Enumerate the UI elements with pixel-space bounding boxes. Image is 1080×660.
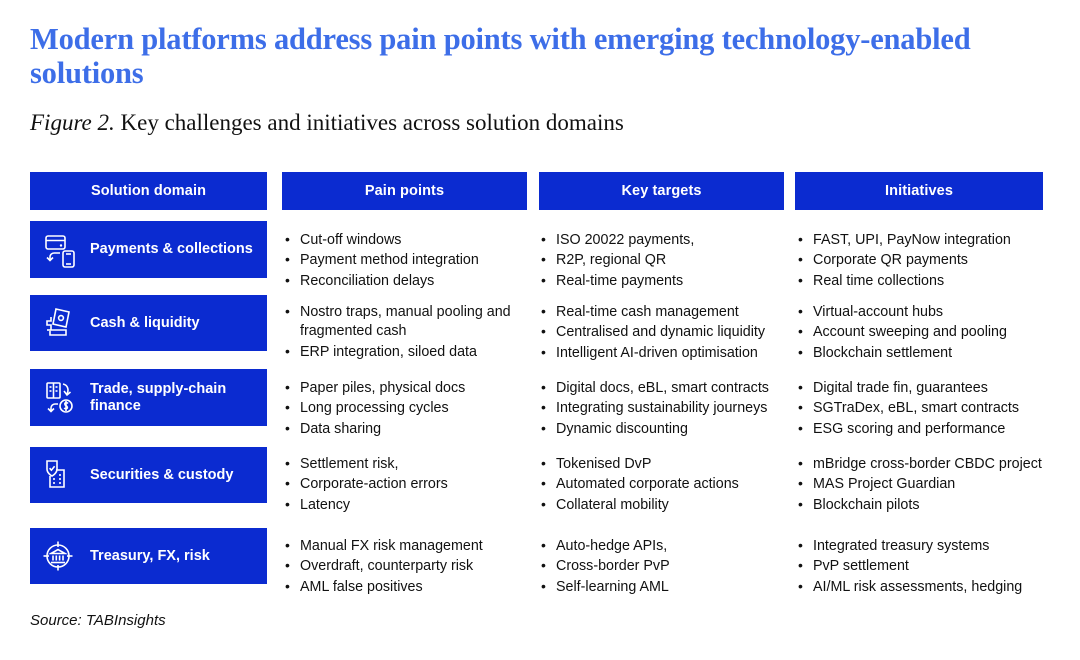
cell-key-targets-1: Real-time cash management Centralised an… bbox=[540, 302, 796, 364]
cell-key-targets-0: ISO 20022 payments, R2P, regional QR Rea… bbox=[540, 230, 796, 292]
cell-initiatives-1: Virtual-account hubs Account sweeping an… bbox=[797, 302, 1059, 364]
card-phone-payment-icon bbox=[42, 230, 82, 270]
row-label-text: Securities & custody bbox=[90, 466, 234, 483]
list-item: Virtual-account hubs bbox=[797, 302, 1059, 322]
list-item: PvP settlement bbox=[797, 556, 1059, 576]
list-item: Self-learning AML bbox=[540, 577, 796, 597]
list-item: Blockchain pilots bbox=[797, 495, 1059, 515]
list-item: Auto-hedge APIs, bbox=[540, 536, 796, 556]
cell-pain-points-1: Nostro traps, manual pooling and fragmen… bbox=[284, 302, 534, 363]
bullet-list: mBridge cross-border CBDC project MAS Pr… bbox=[797, 454, 1059, 515]
bullet-list: Tokenised DvP Automated corporate action… bbox=[540, 454, 796, 515]
column-header-initiatives: Initiatives bbox=[795, 172, 1043, 210]
list-item: Real-time cash management bbox=[540, 302, 796, 322]
row-label-securities-custody: Securities & custody bbox=[30, 447, 267, 503]
list-item: Real-time payments bbox=[540, 271, 796, 291]
list-item: ERP integration, siloed data bbox=[284, 342, 534, 362]
bullet-list: Real-time cash management Centralised an… bbox=[540, 302, 796, 363]
row-label-cash-liquidity: Cash & liquidity bbox=[30, 295, 267, 351]
list-item: ISO 20022 payments, bbox=[540, 230, 796, 250]
bullet-list: Integrated treasury systems PvP settleme… bbox=[797, 536, 1059, 597]
list-item: Manual FX risk management bbox=[284, 536, 534, 556]
list-item: Long processing cycles bbox=[284, 398, 534, 418]
cell-initiatives-3: mBridge cross-border CBDC project MAS Pr… bbox=[797, 454, 1059, 516]
list-item: Payment method integration bbox=[284, 250, 534, 270]
list-item: Real time collections bbox=[797, 271, 1059, 291]
cell-key-targets-4: Auto-hedge APIs, Cross-border PvP Self-l… bbox=[540, 536, 796, 598]
bullet-list: Digital docs, eBL, smart contracts Integ… bbox=[540, 378, 796, 439]
source-note: Source: TABInsights bbox=[30, 612, 166, 629]
cell-pain-points-2: Paper piles, physical docs Long processi… bbox=[284, 378, 534, 440]
column-header-key-targets: Key targets bbox=[539, 172, 784, 210]
list-item: AI/ML risk assessments, hedging bbox=[797, 577, 1059, 597]
list-item: ESG scoring and performance bbox=[797, 419, 1059, 439]
list-item: Cut-off windows bbox=[284, 230, 534, 250]
shield-check-building-icon bbox=[42, 455, 82, 495]
list-item: Overdraft, counterparty risk bbox=[284, 556, 534, 576]
figure-subtitle: Figure 2. Key challenges and initiatives… bbox=[30, 110, 1020, 136]
list-item: Centralised and dynamic liquidity bbox=[540, 322, 796, 342]
list-item: Latency bbox=[284, 495, 534, 515]
list-item: Dynamic discounting bbox=[540, 419, 796, 439]
row-label-text: Payments & collections bbox=[90, 241, 253, 257]
list-item: Nostro traps, manual pooling and fragmen… bbox=[284, 302, 534, 342]
row-label-text: Cash & liquidity bbox=[90, 314, 200, 331]
cell-initiatives-4: Integrated treasury systems PvP settleme… bbox=[797, 536, 1059, 598]
list-item: Account sweeping and pooling bbox=[797, 322, 1059, 342]
list-item: Data sharing bbox=[284, 419, 534, 439]
list-item: Settlement risk, bbox=[284, 454, 534, 474]
list-item: Corporate QR payments bbox=[797, 250, 1059, 270]
list-item: MAS Project Guardian bbox=[797, 474, 1059, 494]
list-item: AML false positives bbox=[284, 577, 534, 597]
bullet-list: Cut-off windows Payment method integrati… bbox=[284, 230, 534, 291]
row-label-trade-supply-chain-finance: Trade, supply-chain finance bbox=[30, 369, 267, 426]
page-title: Modern platforms address pain points wit… bbox=[30, 22, 971, 90]
cell-key-targets-2: Digital docs, eBL, smart contracts Integ… bbox=[540, 378, 796, 440]
cell-key-targets-3: Tokenised DvP Automated corporate action… bbox=[540, 454, 796, 516]
bullet-list: Auto-hedge APIs, Cross-border PvP Self-l… bbox=[540, 536, 796, 597]
list-item: Integrated treasury systems bbox=[797, 536, 1059, 556]
cell-pain-points-0: Cut-off windows Payment method integrati… bbox=[284, 230, 534, 292]
list-item: mBridge cross-border CBDC project bbox=[797, 454, 1059, 474]
list-item: FAST, UPI, PayNow integration bbox=[797, 230, 1059, 250]
bullet-list: Nostro traps, manual pooling and fragmen… bbox=[284, 302, 534, 362]
bullet-list: Settlement risk, Corporate-action errors… bbox=[284, 454, 534, 515]
bank-target-icon bbox=[42, 536, 82, 576]
list-item: Cross-border PvP bbox=[540, 556, 796, 576]
cell-initiatives-0: FAST, UPI, PayNow integration Corporate … bbox=[797, 230, 1059, 292]
list-item: Automated corporate actions bbox=[540, 474, 796, 494]
list-item: Integrating sustainability journeys bbox=[540, 398, 796, 418]
list-item: Reconciliation delays bbox=[284, 271, 534, 291]
bullet-list: Virtual-account hubs Account sweeping an… bbox=[797, 302, 1059, 363]
figure-label: Figure 2. bbox=[30, 110, 115, 135]
row-label-text: Treasury, FX, risk bbox=[90, 547, 210, 564]
list-item: Digital docs, eBL, smart contracts bbox=[540, 378, 796, 398]
row-label-text: Trade, supply-chain finance bbox=[90, 380, 227, 414]
bullet-list: FAST, UPI, PayNow integration Corporate … bbox=[797, 230, 1059, 291]
document-dollar-cycle-icon bbox=[42, 378, 82, 418]
column-header-pain-points: Pain points bbox=[282, 172, 527, 210]
list-item: Intelligent AI-driven optimisation bbox=[540, 343, 796, 363]
row-label-treasury-fx-risk: Treasury, FX, risk bbox=[30, 528, 267, 584]
list-item: Tokenised DvP bbox=[540, 454, 796, 474]
bullet-list: Manual FX risk management Overdraft, cou… bbox=[284, 536, 534, 597]
cell-pain-points-4: Manual FX risk management Overdraft, cou… bbox=[284, 536, 534, 598]
figure-caption: Key challenges and initiatives across so… bbox=[114, 110, 624, 135]
row-label-payments-collections: Payments & collections bbox=[30, 221, 267, 278]
column-header-solution-domain: Solution domain bbox=[30, 172, 267, 210]
bullet-list: Paper piles, physical docs Long processi… bbox=[284, 378, 534, 439]
hand-cash-icon bbox=[42, 303, 82, 343]
list-item: Digital trade fin, guarantees bbox=[797, 378, 1059, 398]
list-item: Paper piles, physical docs bbox=[284, 378, 534, 398]
list-item: Blockchain settlement bbox=[797, 343, 1059, 363]
list-item: SGTraDex, eBL, smart contracts bbox=[797, 398, 1059, 418]
cell-initiatives-2: Digital trade fin, guarantees SGTraDex, … bbox=[797, 378, 1059, 440]
bullet-list: Digital trade fin, guarantees SGTraDex, … bbox=[797, 378, 1059, 439]
cell-pain-points-3: Settlement risk, Corporate-action errors… bbox=[284, 454, 534, 516]
list-item: R2P, regional QR bbox=[540, 250, 796, 270]
list-item: Corporate-action errors bbox=[284, 474, 534, 494]
bullet-list: ISO 20022 payments, R2P, regional QR Rea… bbox=[540, 230, 796, 291]
list-item: Collateral mobility bbox=[540, 495, 796, 515]
